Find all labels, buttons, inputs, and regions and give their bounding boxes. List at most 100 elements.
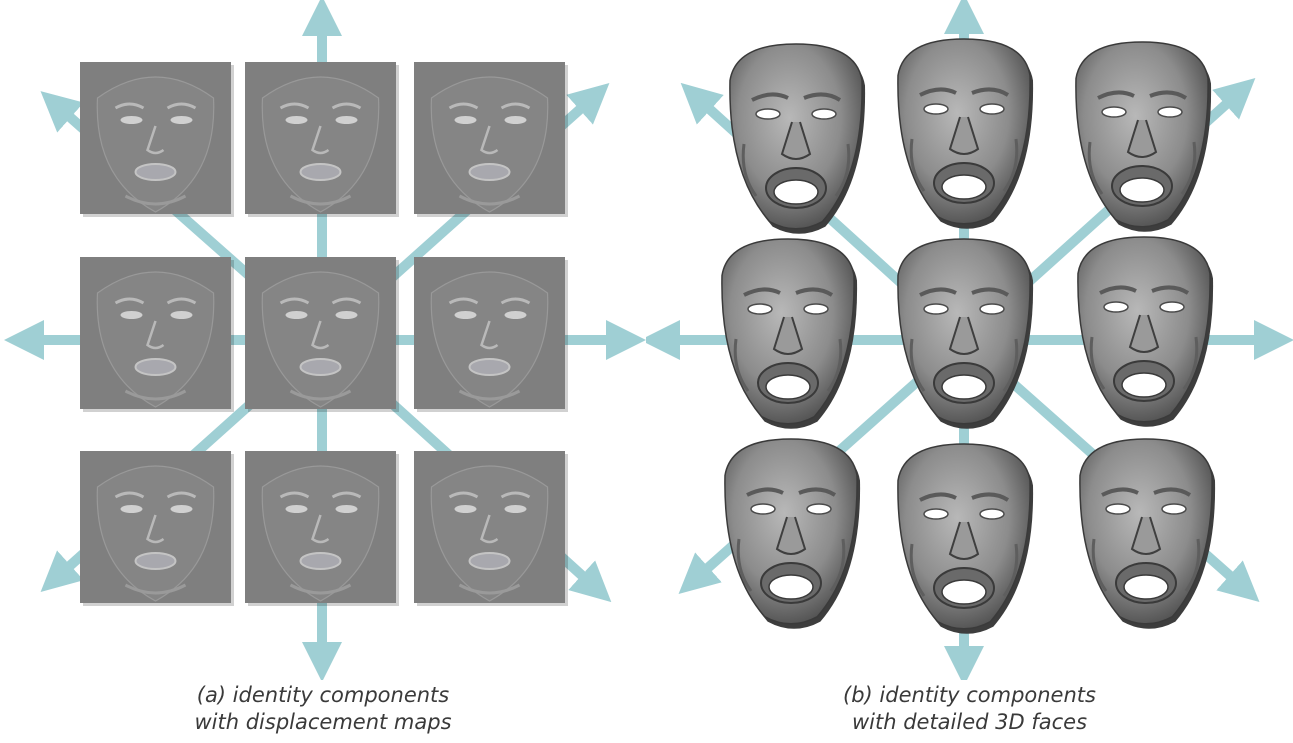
displacement-map-bottom-center	[245, 451, 399, 606]
chin	[458, 583, 521, 595]
mouth	[299, 552, 342, 570]
right-eye	[335, 505, 358, 513]
mouth	[134, 552, 177, 570]
left-eye	[285, 311, 308, 319]
cheek-shading	[736, 538, 846, 592]
mouth-opening	[773, 179, 819, 205]
3d-face-top-left	[729, 43, 866, 234]
right-eye-hole	[811, 108, 837, 120]
chin	[124, 194, 187, 206]
face-outline	[261, 76, 380, 213]
mouth	[468, 552, 511, 570]
brow-ridge	[1101, 487, 1192, 497]
right-brow	[331, 297, 362, 305]
mouth-opening	[765, 374, 811, 400]
mouth	[468, 358, 511, 376]
brow-ridge	[919, 287, 1010, 297]
3d-face-middle-center	[897, 238, 1034, 429]
cheek-shading	[909, 338, 1019, 392]
right-eye-hole	[1161, 503, 1187, 515]
right-brow	[500, 297, 531, 305]
caption-a-line2: with displacement maps	[194, 710, 452, 734]
nose	[948, 316, 980, 355]
displacement-map-middle-center	[245, 257, 399, 412]
right-brow	[166, 102, 197, 110]
left-eye	[285, 116, 308, 124]
brow-ridge	[1099, 285, 1190, 295]
left-brow	[114, 297, 145, 305]
right-eye-hole	[1157, 106, 1183, 118]
mouth	[299, 163, 342, 181]
chin	[124, 389, 187, 401]
face-outline	[96, 76, 215, 213]
left-eye-hole	[923, 103, 949, 115]
nose	[146, 514, 165, 544]
left-eye	[454, 311, 477, 319]
caption-a-line1: (a) identity components	[196, 683, 450, 707]
chin	[289, 583, 352, 595]
panel-3d-faces: (b) identity components with detailed 3D…	[646, 0, 1293, 743]
chin	[458, 194, 521, 206]
displacement-map-top-left	[80, 62, 234, 217]
mouth	[468, 163, 511, 181]
face-outline	[430, 271, 549, 408]
face-outline	[430, 76, 549, 213]
mouth-opening	[941, 174, 987, 200]
displacement-map-middle-left	[80, 257, 234, 412]
left-eye	[120, 505, 143, 513]
left-eye-hole	[747, 303, 773, 315]
mouth	[299, 358, 342, 376]
right-eye	[504, 505, 527, 513]
left-brow	[114, 491, 145, 499]
right-eye-hole	[979, 103, 1005, 115]
nose	[780, 121, 812, 160]
right-eye	[170, 116, 193, 124]
nose	[480, 320, 499, 350]
right-eye	[170, 311, 193, 319]
cheek-shading	[733, 338, 843, 392]
left-brow	[279, 491, 310, 499]
right-eye	[335, 311, 358, 319]
left-eye-hole	[1101, 106, 1127, 118]
brow-ridge	[751, 92, 842, 102]
nose	[1126, 119, 1158, 158]
mouth-opening	[941, 374, 987, 400]
face-outline	[96, 271, 215, 408]
nose	[311, 125, 330, 155]
right-eye	[504, 311, 527, 319]
nose	[146, 320, 165, 350]
mouth	[134, 163, 177, 181]
mouth-opening	[768, 574, 814, 600]
left-brow	[114, 102, 145, 110]
cheek-shading	[741, 143, 851, 197]
nose	[311, 514, 330, 544]
left-brow	[448, 297, 479, 305]
right-eye-hole	[979, 508, 1005, 520]
chin	[289, 389, 352, 401]
right-brow	[166, 297, 197, 305]
left-brow	[279, 297, 310, 305]
left-brow	[448, 102, 479, 110]
chin	[124, 583, 187, 595]
right-eye-hole	[1159, 301, 1185, 313]
3d-face-middle-right	[1077, 236, 1214, 427]
chin	[458, 389, 521, 401]
left-eye-hole	[1103, 301, 1129, 313]
cheek-shading	[1091, 538, 1201, 592]
panel-displacement-maps: (a) identity components with displacemen…	[0, 0, 646, 743]
nose	[1130, 516, 1162, 555]
caption-b-line2: with detailed 3D faces	[851, 710, 1088, 734]
face-outline	[261, 271, 380, 408]
caption-b-line1: (b) identity components	[843, 683, 1096, 707]
nose	[772, 316, 804, 355]
right-eye	[335, 116, 358, 124]
brow-ridge	[1097, 90, 1188, 100]
3d-face-bottom-left	[724, 438, 861, 629]
nose	[948, 521, 980, 560]
3d-face-top-right	[1075, 41, 1212, 232]
nose	[1128, 314, 1160, 353]
nose	[146, 125, 165, 155]
left-eye-hole	[755, 108, 781, 120]
brow-ridge	[919, 87, 1010, 97]
left-brow	[448, 491, 479, 499]
